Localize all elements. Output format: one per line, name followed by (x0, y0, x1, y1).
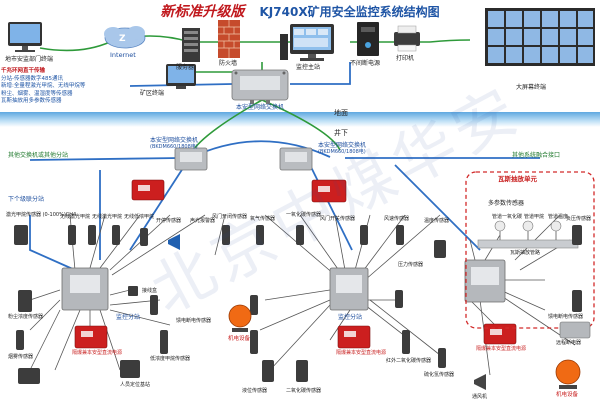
label-gas-pipe: 瓦斯抽放管路 (510, 250, 541, 256)
label-next-station: 下个级联分站 (8, 196, 45, 203)
ups-graphic (357, 22, 379, 56)
label-ps-left: 隔爆兼本安型直流电源 (72, 350, 123, 356)
label-left-switch: 本安型网络交换机 (150, 137, 199, 144)
label-dust: 粉尘浓度传感器 (8, 314, 44, 320)
city-terminal-graphic (8, 22, 42, 52)
label-feed-right: 馈电断电传感器 (548, 314, 584, 320)
label-red-co2: 红外二氧化碳传感器 (386, 358, 432, 364)
printer-graphic (394, 25, 420, 52)
gas-pipe-graphic (477, 220, 579, 249)
label-ground-below: 井下 (334, 129, 348, 137)
label-pipe-temp: 管道温度 (548, 214, 569, 220)
label-left-switch-model: (BKDM660/1808电) (150, 144, 198, 150)
red-device-windows (81, 185, 502, 337)
title-brand: 新标准升级版 (160, 4, 245, 20)
label-junction: 接线盒 (142, 288, 158, 294)
label-negative-p: 负压传感器 (566, 216, 592, 222)
label-motor-left: 机电设备 (228, 336, 251, 342)
label-wireless-ch4-3: 无线低浓甲烷 (124, 214, 155, 220)
server-graphic (182, 28, 200, 62)
internet-cloud-graphic: Z (104, 26, 146, 49)
label-water: 液位传感器 (242, 388, 268, 394)
label-o2: 氧气传感器 (250, 216, 276, 222)
label-wireless-ch4-2: 无线激光甲烷 (92, 214, 123, 220)
label-city-terminal: 地市安监部门终端 (5, 56, 54, 63)
label-pipe-co: 管道一氧化碳 (492, 214, 523, 220)
label-horn: 声光报警器 (190, 218, 216, 224)
mine-terminal-graphic (166, 64, 196, 89)
label-host: 监控主站 (296, 64, 321, 71)
label-feed-breaker: 馈电断电传感器 (176, 318, 212, 324)
label-right-switch-model: (BKDM660/1808电) (318, 149, 366, 155)
label-motor-right: 机电设备 (556, 392, 579, 398)
label-sulfide: 硫化氢传感器 (424, 372, 455, 378)
remote-breaker-graphic (559, 321, 591, 339)
label-surface-switch: 本安型网络交换机 (236, 104, 285, 111)
label-wind: 风速传感器 (384, 216, 410, 222)
label-other-switch: 其他交换机或其他分站 (8, 152, 69, 159)
label-pos: 人员定位基站 (120, 382, 151, 388)
label-remote: 远程断电器 (556, 340, 582, 346)
label-right-switch: 本安型网络交换机 (318, 142, 367, 149)
label-station-left: 监控分站 (116, 314, 141, 321)
feature-note-line: 瓦斯抽放用多参数传感器 (1, 98, 62, 105)
page-title: 新标准升级版 KJ740X矿用安全监控系统结构图 (0, 1, 600, 21)
label-printer: 打印机 (396, 55, 415, 62)
label-mine-terminal: 矿区终端 (140, 90, 165, 97)
station-left-graphic (61, 267, 109, 311)
firewall-graphic (218, 20, 240, 58)
label-switch-sensor: 开停传感器 (156, 218, 182, 224)
station-right-graphic (464, 259, 506, 303)
feature-note-head: 千兆环网直干传输 (1, 68, 46, 74)
feature-note: 千兆环网直干传输 分站-传感器数字485通讯 新增:全量程激光甲烷、无线甲烷等 … (1, 68, 99, 106)
feature-note-line: 分站-传感器数字485通讯 (1, 75, 63, 82)
label-low-ch4: 低浓度甲烷传感器 (150, 356, 191, 362)
label-co: 一氧化碳传感器 (286, 212, 322, 218)
gas-unit-frame (465, 171, 595, 329)
label-server: 服务器 (176, 64, 195, 71)
label-wireless-ch4-1: 无线激光甲烷 (60, 214, 91, 220)
label-laser-ch4: 激光甲烷传感器 (0-100%)CH4 (6, 212, 77, 218)
label-ps-right: 隔爆兼本安型直流电源 (476, 346, 527, 352)
cables-thin (29, 214, 576, 376)
feature-note-line: 新增:全量程激光甲烷、无线甲烷等 (1, 83, 86, 90)
label-internet: Internet (110, 51, 136, 59)
feature-note-line: 粉尘、烟雾、温湿度等传感器 (1, 90, 73, 97)
title-main: KJ740X矿用安全监控系统结构图 (259, 5, 440, 19)
label-station-mid: 监控分站 (338, 314, 363, 321)
station-mid-graphic (329, 267, 369, 311)
label-temp: 温度传感器 (424, 218, 450, 224)
left-switch-graphic (174, 147, 208, 171)
label-door2: 风门开关传感器 (320, 216, 356, 222)
label-door-sensor: 风门开闭传感器 (212, 214, 248, 220)
label-fan: 通风机 (472, 394, 488, 400)
host-graphic (280, 24, 334, 61)
sensor-icons (14, 225, 582, 384)
label-pipe-ch4: 管道甲烷 (524, 214, 545, 220)
label-ps-mid: 隔爆兼本安型直流电源 (336, 350, 387, 356)
surface-switch-graphic (231, 69, 289, 104)
label-smoke: 烟雾传感器 (8, 354, 34, 360)
label-ground-above: 地面 (334, 109, 348, 117)
bigscreen-graphic (485, 8, 595, 66)
label-pressure: 压力传感器 (398, 262, 424, 268)
label-bigscreen: 大屏幕终端 (516, 84, 547, 91)
horn-icons (168, 234, 486, 390)
label-co2: 二氧化碳传感器 (286, 388, 322, 394)
label-firewall: 防火墙 (219, 60, 238, 67)
label-fusion-interface: 其他系统融合接口 (512, 152, 561, 159)
svg-text:Z: Z (119, 34, 126, 44)
ground-band (0, 112, 600, 127)
label-multiparam: 多参数传感器 (488, 200, 525, 207)
label-gas-unit: 瓦斯抽放单元 (498, 175, 537, 183)
right-switch-graphic (279, 147, 313, 171)
label-ups: 不间断电源 (350, 60, 381, 67)
motor-icons (228, 304, 581, 389)
